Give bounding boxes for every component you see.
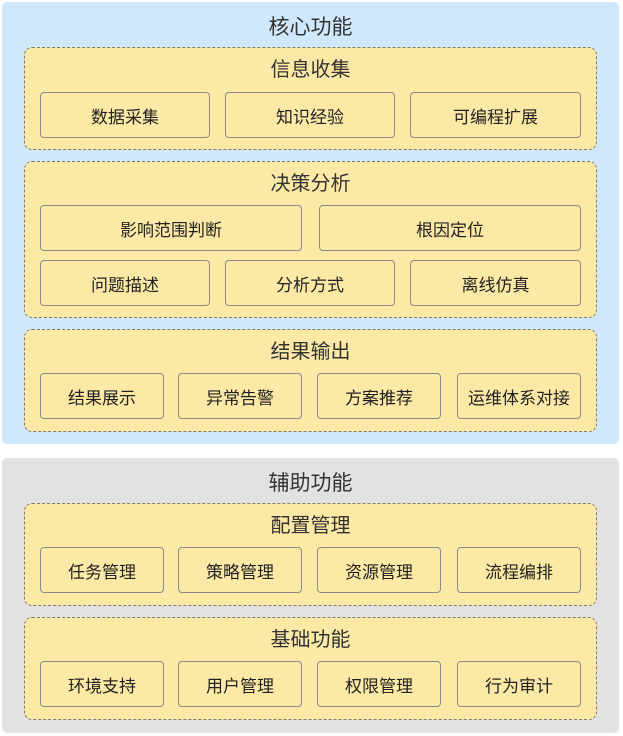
info-collection-group: 信息收集 数据采集 知识经验 可编程扩展 [24, 47, 597, 150]
process-orchestration-box: 流程编排 [457, 547, 581, 593]
basic-functions-title: 基础功能 [270, 627, 351, 651]
problem-description-box: 问题描述 [40, 260, 210, 306]
solution-recommend-box: 方案推荐 [317, 373, 441, 419]
core-functions-title: 核心功能 [268, 15, 353, 39]
policy-management-box: 策略管理 [178, 547, 302, 593]
result-output-title: 结果输出 [270, 339, 351, 363]
offline-simulation-box: 离线仿真 [410, 260, 581, 306]
user-management-box: 用户管理 [178, 661, 302, 707]
result-display-box: 结果展示 [40, 373, 164, 419]
behavior-audit-box: 行为审计 [457, 661, 581, 707]
resource-management-box: 资源管理 [317, 547, 441, 593]
config-management-title: 配置管理 [270, 513, 351, 537]
root-cause-box: 根因定位 [319, 205, 581, 251]
config-management-group: 配置管理 任务管理 策略管理 资源管理 流程编排 [24, 503, 597, 606]
result-output-group: 结果输出 结果展示 异常告警 方案推荐 运维体系对接 [24, 329, 597, 432]
impact-scope-box: 影响范围判断 [40, 205, 302, 251]
info-collection-title: 信息收集 [270, 57, 351, 81]
anomaly-alert-box: 异常告警 [178, 373, 302, 419]
decision-analysis-title: 决策分析 [270, 171, 351, 195]
decision-analysis-group: 决策分析 影响范围判断 根因定位 问题描述 分析方式 离线仿真 [24, 161, 597, 318]
programmable-extension-box: 可编程扩展 [410, 92, 581, 138]
knowledge-experience-box: 知识经验 [225, 92, 395, 138]
ops-system-integration-box: 运维体系对接 [457, 373, 581, 419]
basic-functions-group: 基础功能 环境支持 用户管理 权限管理 行为审计 [24, 617, 597, 720]
aux-functions-title: 辅助功能 [268, 471, 353, 495]
permission-management-box: 权限管理 [317, 661, 441, 707]
analysis-method-box: 分析方式 [225, 260, 395, 306]
data-collection-box: 数据采集 [40, 92, 210, 138]
environment-support-box: 环境支持 [40, 661, 164, 707]
task-management-box: 任务管理 [40, 547, 164, 593]
